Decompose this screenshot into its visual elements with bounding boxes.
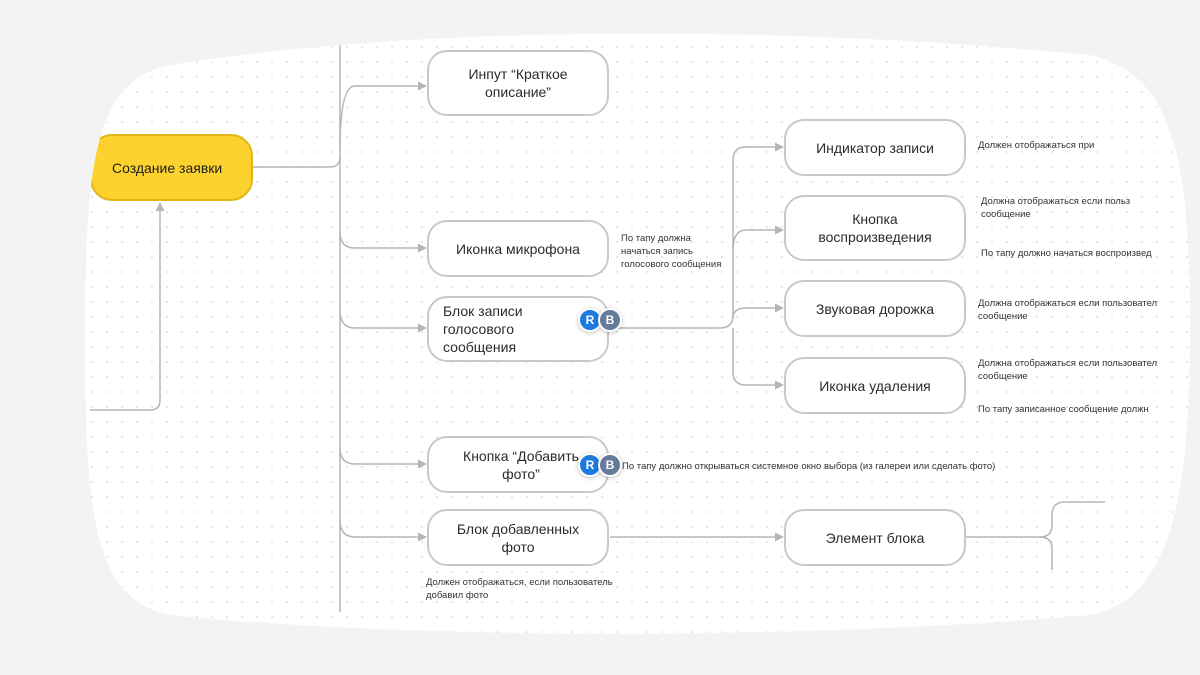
note-mic: По тапу должна начаться запись голосовог… <box>621 233 722 270</box>
arrow-photo-block <box>418 532 427 542</box>
note-delete-show: Должна отображаться если пользовател соо… <box>978 358 1158 382</box>
arrow-loop <box>155 202 165 211</box>
connector-play <box>732 229 776 251</box>
note-track: Должна отображаться если пользовател соо… <box>978 298 1158 322</box>
connector-element-out <box>966 501 1105 538</box>
arrow-mic <box>418 243 427 253</box>
node-short-description-input[interactable]: Инпут “Краткое описание” <box>427 50 609 116</box>
node-audio-track[interactable]: Звуковая дорожка <box>784 280 966 337</box>
node-recording-indicator[interactable]: Индикатор записи <box>784 119 966 176</box>
arrow-track <box>775 303 784 313</box>
collaborators-photo-button[interactable]: R B <box>578 453 622 477</box>
node-play-button[interactable]: Кнопка воспроизведения <box>784 195 966 261</box>
node-block-element[interactable]: Элемент блока <box>784 509 966 566</box>
note-photo-block: Должен отображаться, если пользователь д… <box>426 577 613 601</box>
connector-voice-block <box>339 309 420 329</box>
arrow-play <box>775 225 784 235</box>
note-delete-tap: По тапу записанное сообщение должн <box>978 404 1149 415</box>
connector-input <box>339 85 420 151</box>
note-indicator: Должен отображаться при <box>978 140 1095 151</box>
connector-mic <box>339 231 420 249</box>
arrow-delete <box>775 380 784 390</box>
root-node[interactable]: Создание заявки <box>90 134 253 201</box>
node-microphone-icon[interactable]: Иконка микрофона <box>427 220 609 277</box>
connector-photo-block <box>339 519 420 538</box>
connector-track <box>732 307 776 319</box>
arrow-photo-button <box>418 459 427 469</box>
arrow-voice-block <box>418 323 427 333</box>
connector-root-trunk <box>253 45 341 168</box>
arrow-element <box>775 532 784 542</box>
connector-element-out-2 <box>1039 536 1053 570</box>
avatar-b-icon[interactable]: B <box>598 453 622 477</box>
avatar-b-icon[interactable]: B <box>598 308 622 332</box>
collaborators-voice-block[interactable]: R B <box>578 308 622 332</box>
connector-photo-button <box>339 447 420 465</box>
connector-delete <box>732 328 776 386</box>
note-play-show: Должна отображаться если польз сообщение <box>981 196 1131 220</box>
arrow-indicator <box>775 142 784 152</box>
connector-loop <box>90 210 161 411</box>
node-added-photos-block[interactable]: Блок добавленных фото <box>427 509 609 566</box>
node-delete-icon[interactable]: Иконка удаления <box>784 357 966 414</box>
arrow-input <box>418 81 427 91</box>
note-photo-button: По тапу должно открываться системное окн… <box>622 461 996 472</box>
note-play-tap: По тапу должно начаться воспроизвед <box>981 248 1152 259</box>
